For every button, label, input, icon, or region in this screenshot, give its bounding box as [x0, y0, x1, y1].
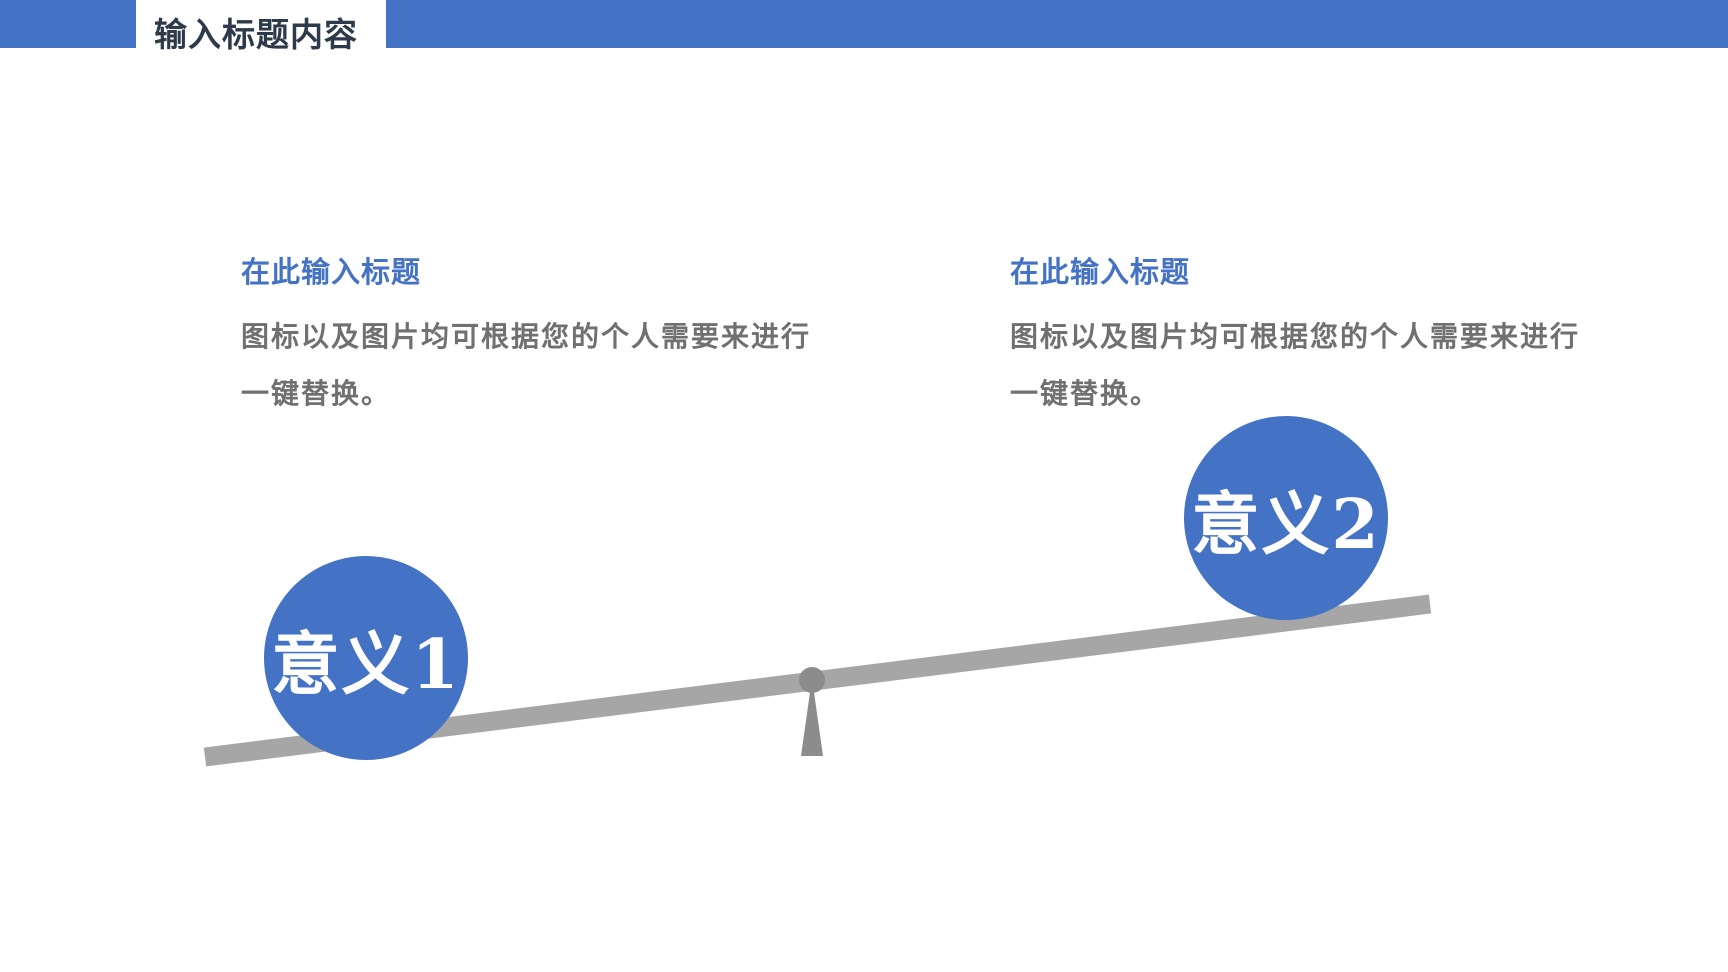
block-title: 在此输入标题 — [1010, 255, 1191, 289]
meaning-1-circle — [264, 556, 468, 760]
page-title: 输入标题内容 — [154, 15, 358, 54]
meaning-1-label: 意义1 — [271, 624, 461, 705]
block-title: 在此输入标题 — [241, 255, 422, 289]
header-bar-right — [386, 0, 1728, 48]
block-body: 图标以及图片均可根据您的个人需要来进行一键替换。 — [1010, 320, 1581, 410]
header-bar-left — [0, 0, 136, 48]
meaning-2-circle — [1184, 416, 1388, 620]
meaning-2-label: 意义2 — [1191, 484, 1381, 565]
text-block-2: 在此输入标题 图标以及图片均可根据您的个人需要来进行一键替换。 — [1010, 252, 1610, 422]
seesaw-pivot-joint — [799, 667, 825, 693]
text-block-1: 在此输入标题 图标以及图片均可根据您的个人需要来进行一键替换。 — [241, 252, 841, 422]
block-body: 图标以及图片均可根据您的个人需要来进行一键替换。 — [241, 320, 812, 410]
seesaw-pivot-stand — [801, 678, 823, 756]
